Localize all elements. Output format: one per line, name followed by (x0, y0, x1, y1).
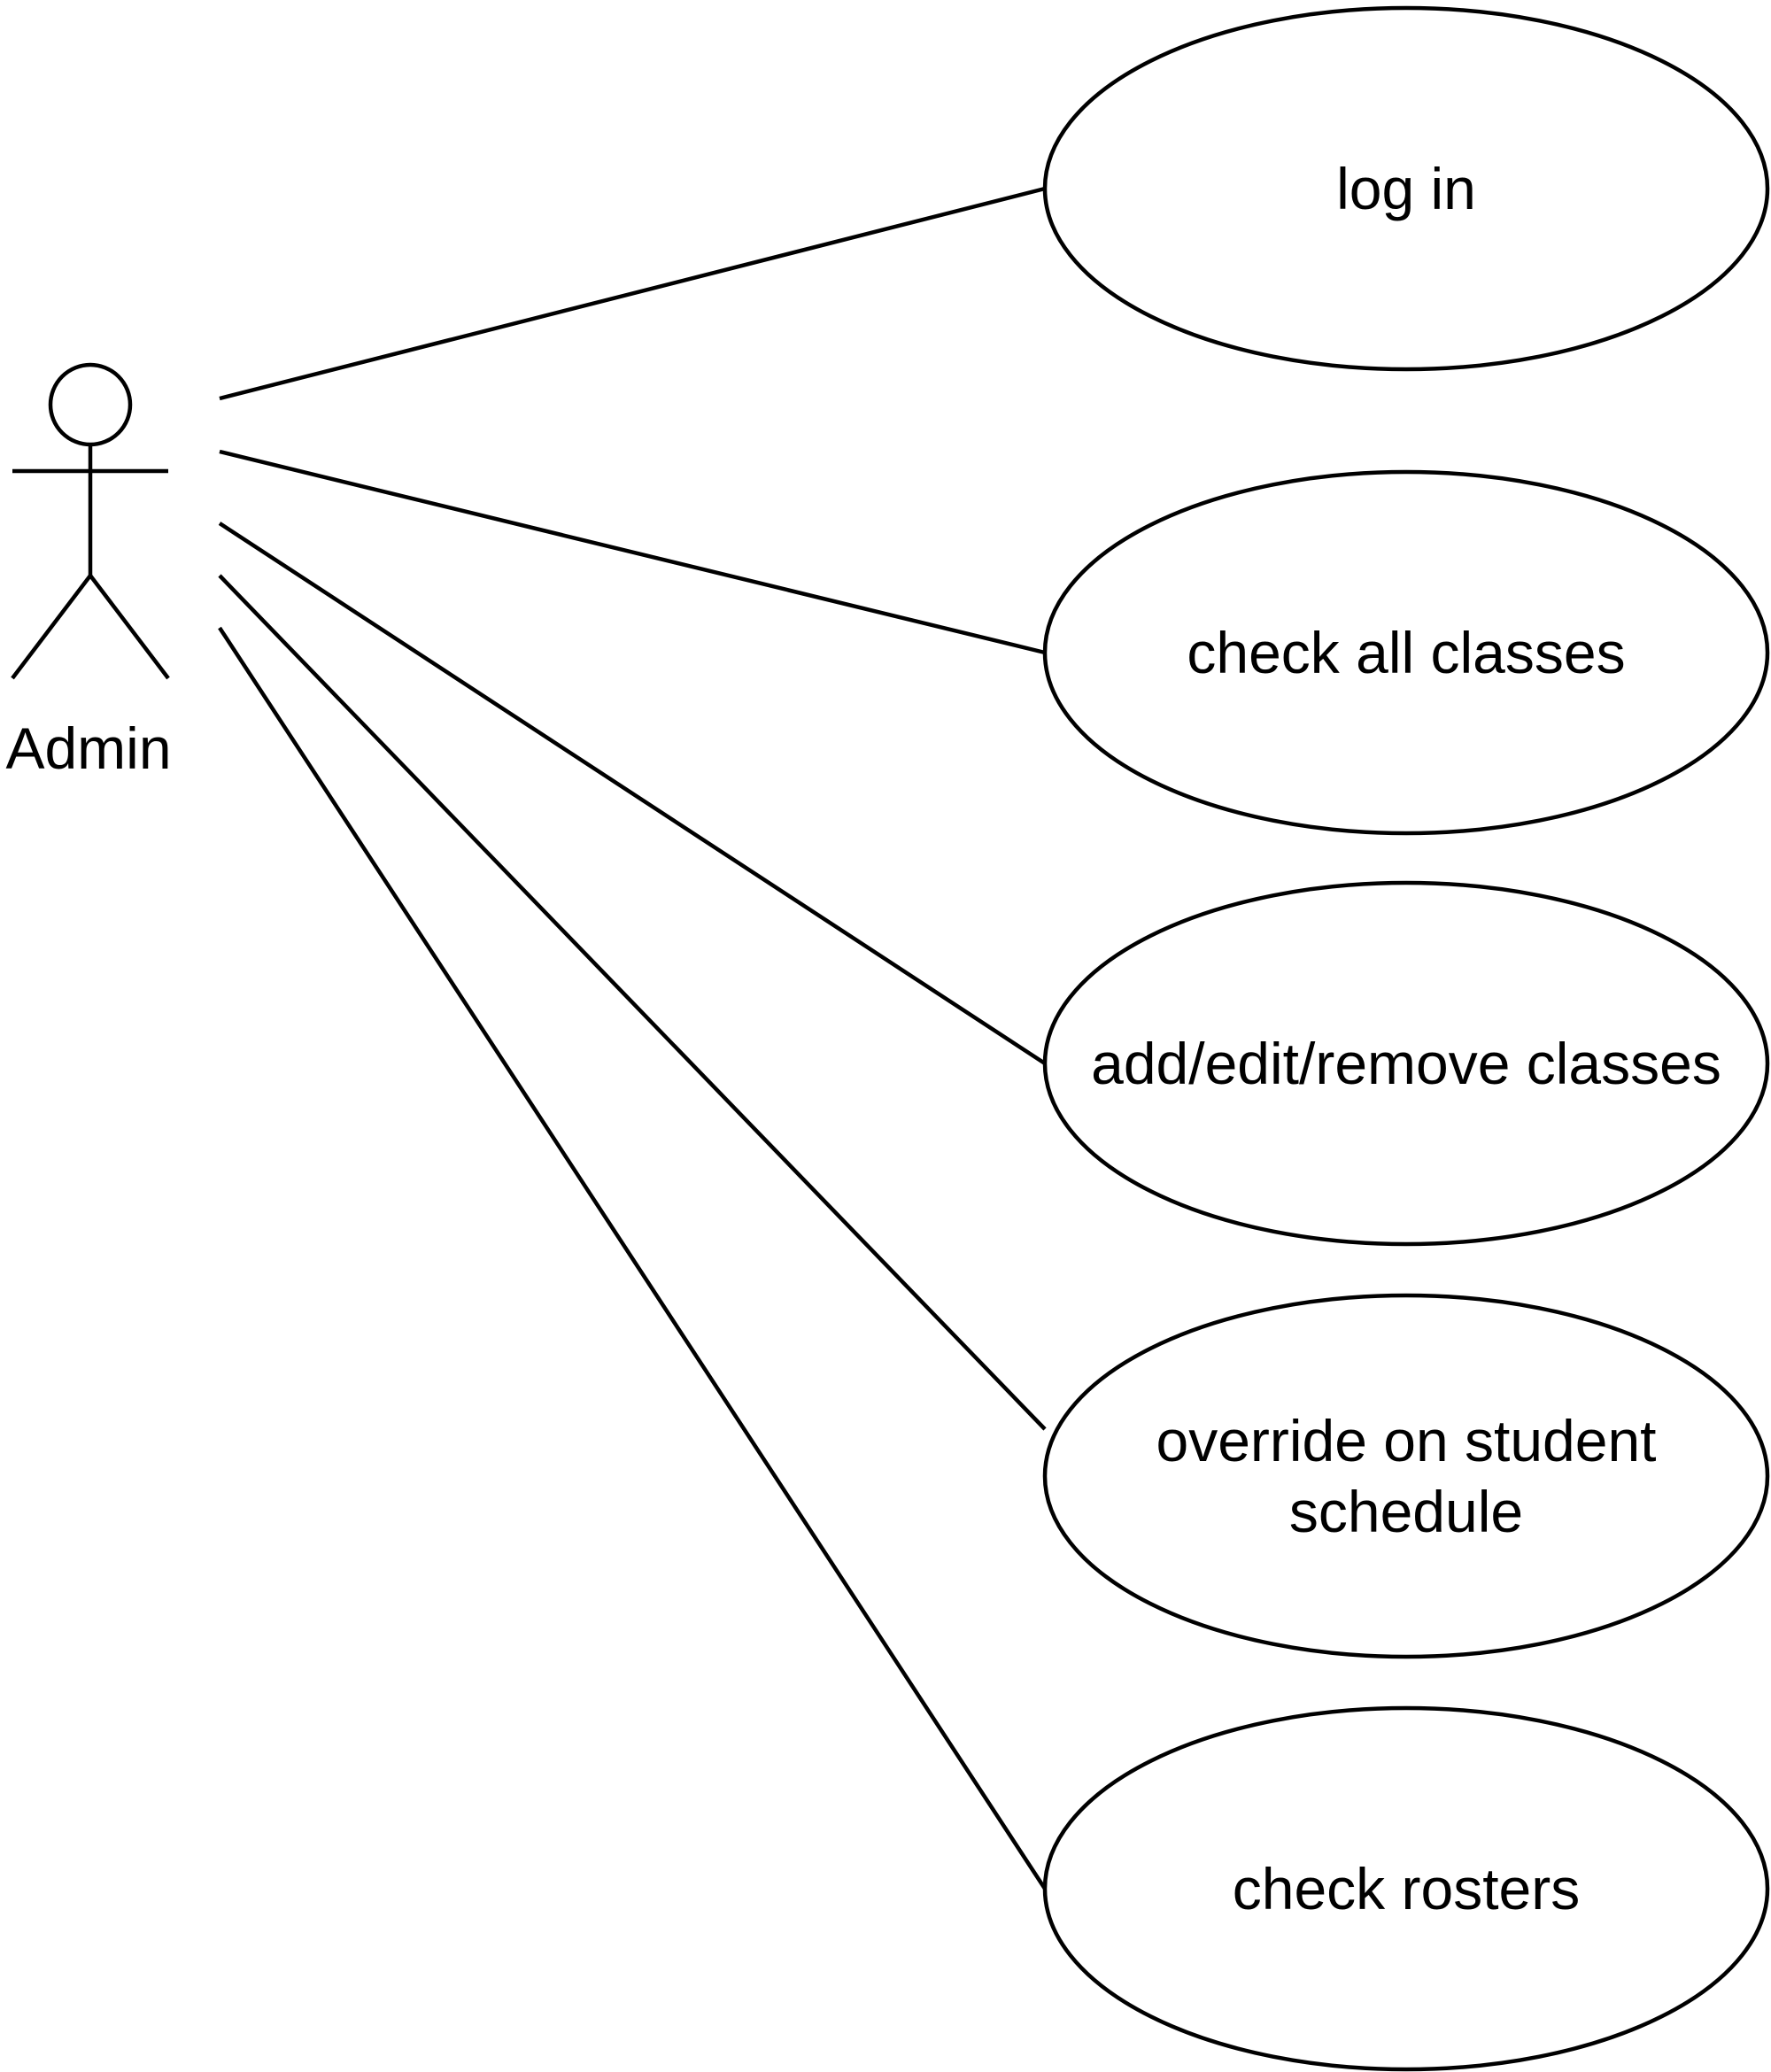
association-line-check-rosters (218, 626, 1047, 1890)
use-case-ellipse (1042, 1705, 1770, 2072)
use-case-ellipse (1042, 1293, 1770, 1659)
actor-head (48, 362, 133, 447)
use-case-label: add/edit/remove classes (1091, 1031, 1721, 1096)
use-case-label: check rosters (1233, 1856, 1580, 1921)
association-line-add-edit-remove-classes (218, 522, 1047, 1065)
use-case-ellipse (1042, 469, 1770, 836)
use-case-label: schedule (1289, 1479, 1523, 1544)
use-case-check-all-classes: check all classes (1042, 469, 1770, 836)
use-case-add-edit-remove-classes: add/edit/remove classes (1042, 880, 1770, 1247)
use-case-label: log in (1336, 156, 1476, 221)
stick-figure-icon (11, 362, 170, 680)
use-case-label: override on student (1156, 1408, 1656, 1473)
use-case-ellipse (1042, 880, 1770, 1247)
association-line-check-all-classes (219, 449, 1046, 655)
associations (218, 186, 1047, 1890)
use-cases: log in check all classes add/edit/remove c… (1042, 5, 1770, 2072)
association-line-override-on-student-schedule (218, 574, 1047, 1431)
use-case-check-rosters: check rosters (1042, 1705, 1770, 2072)
actor-left-leg (11, 574, 92, 680)
association-line-log-in (219, 186, 1046, 401)
actor-right-leg (89, 574, 170, 680)
use-case-log-in: log in (1042, 5, 1770, 372)
actor-admin: Admin (5, 362, 172, 781)
actor-label: Admin (5, 715, 171, 781)
use-case-label: check all classes (1187, 620, 1625, 685)
use-case-ellipse (1042, 5, 1770, 372)
